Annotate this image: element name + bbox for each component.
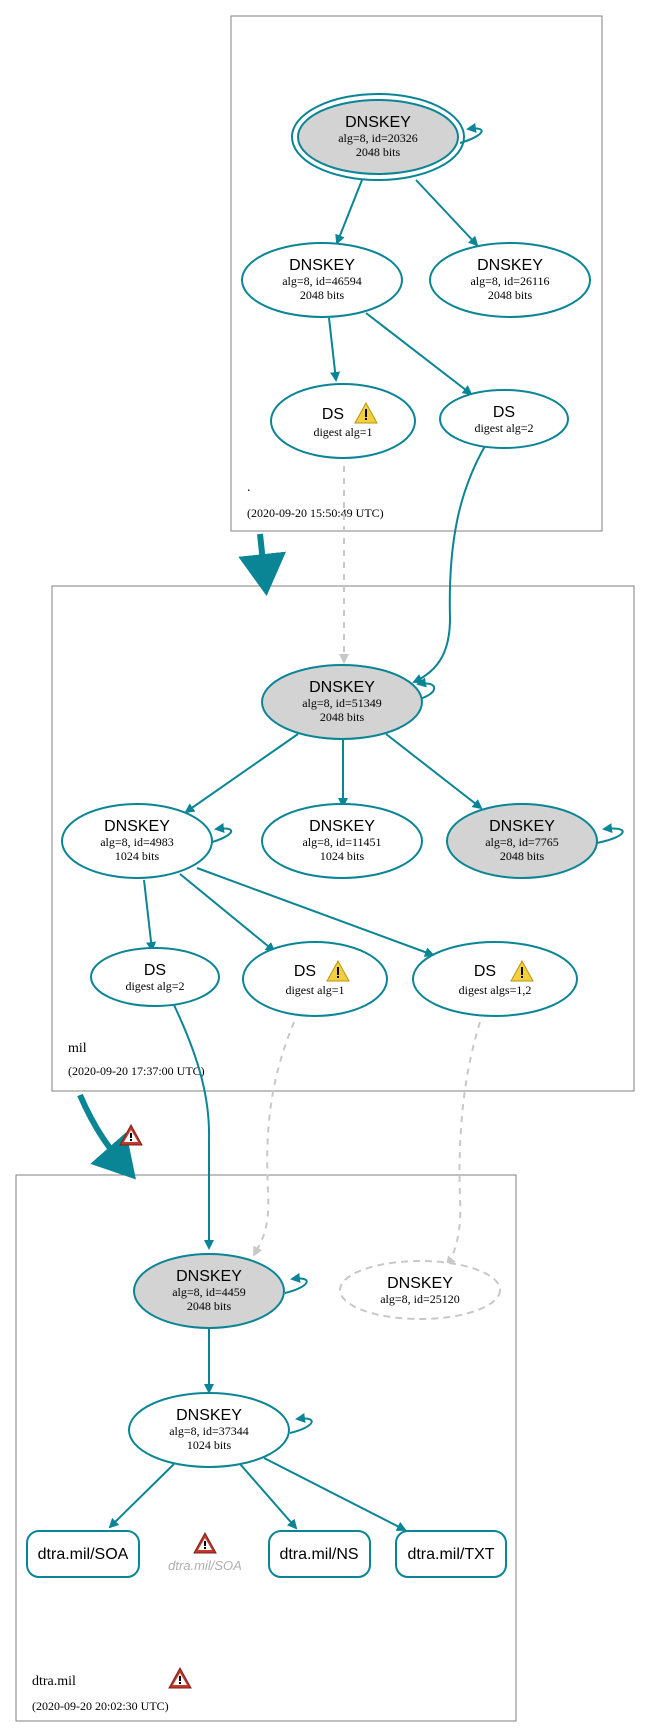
warning-icon [354,401,378,424]
node-mil-ds-alg1[interactable]: DS digest alg=1 [242,941,388,1017]
ds-edge-mil-dashed-1 [253,1021,295,1257]
node-title: DNSKEY [489,818,555,835]
node-title: DS [144,962,166,979]
rrset-dtra-txt[interactable]: dtra.mil/TXT [395,1530,507,1578]
warning-icon [193,1531,217,1554]
zone-mil-label: mil [68,1041,87,1056]
node-detail: alg=8, id=4459 [172,1285,246,1299]
node-dtra-zsk-37344[interactable]: DNSKEY alg=8, id=37344 1024 bits [128,1392,290,1468]
node-detail: alg=8, id=51349 [302,696,382,710]
node-detail: alg=8, id=7765 [485,835,559,849]
zone-mil-date: (2020-09-20 17:37:00 UTC) [68,1064,205,1078]
node-dtra-missing-dnskey-25120[interactable]: DNSKEY alg=8, id=25120 [339,1260,501,1320]
node-mil-ds-alg2[interactable]: DS digest alg=2 [90,947,220,1007]
node-title: DNSKEY [477,257,543,274]
node-detail: digest alg=2 [474,421,533,435]
node-detail: 2048 bits [300,288,345,302]
node-title: DS [474,963,496,980]
node-detail: 1024 bits [115,849,160,863]
node-title: DNSKEY [176,1407,242,1424]
ds-edge-mil-solid [173,1004,214,1250]
rrset-dtra-soa-nonexistent[interactable]: dtra.mil/SOA [168,1531,242,1573]
node-title: DNSKEY [309,818,375,835]
rrset-label: dtra.mil/SOA [168,1558,242,1573]
ds-edge-root-solid [412,445,486,684]
node-detail: 2048 bits [187,1299,232,1313]
node-title: DNSKEY [289,257,355,274]
node-detail: digest alg=1 [313,425,372,439]
node-root-zsk-26116[interactable]: DNSKEY alg=8, id=26116 2048 bits [429,242,591,318]
node-root-ds-alg1[interactable]: DS digest alg=1 [270,383,416,459]
node-detail: 2048 bits [500,849,545,863]
node-detail: alg=8, id=4983 [100,835,174,849]
node-title: DNSKEY [104,818,170,835]
node-title: DNSKEY [176,1268,242,1285]
node-root-ksk[interactable]: DNSKEY alg=8, id=20326 2048 bits [291,93,465,181]
node-detail: alg=8, id=11451 [302,835,381,849]
rrset-label: dtra.mil/NS [279,1546,358,1563]
node-title: DNSKEY [345,114,411,131]
node-root-ds-alg2[interactable]: DS digest alg=2 [439,389,569,449]
edges-dtra [108,1273,407,1531]
zone-dtra-date: (2020-09-20 20:02:30 UTC) [32,1699,169,1713]
zone-dtra-label: dtra.mil [32,1674,76,1689]
zone-root: . (2020-09-20 15:50:49 UTC) [230,15,603,532]
node-detail: alg=8, id=26116 [470,274,549,288]
node-mil-ksk-7765[interactable]: DNSKEY alg=8, id=7765 2048 bits [446,803,598,879]
node-detail: alg=8, id=46594 [282,274,362,288]
delegation-warning-icon [119,1123,143,1146]
node-detail: 2048 bits [356,145,401,159]
ds-edge-mil-dashed-2 [445,1021,481,1267]
node-detail: 1024 bits [187,1438,232,1452]
node-detail: digest alg=1 [285,983,344,997]
node-dtra-ksk-4459[interactable]: DNSKEY alg=8, id=4459 2048 bits [133,1253,285,1329]
node-root-zsk-46594[interactable]: DNSKEY alg=8, id=46594 2048 bits [241,242,403,318]
node-detail: 2048 bits [488,288,533,302]
node-detail: alg=8, id=25120 [380,1292,460,1306]
node-title: DS [294,963,316,980]
rrset-label: dtra.mil/TXT [407,1546,494,1563]
rrset-dtra-soa[interactable]: dtra.mil/SOA [26,1530,140,1578]
delegation-arrow-mil-dtra [77,1093,136,1180]
node-mil-zsk-4983[interactable]: DNSKEY alg=8, id=4983 1024 bits [61,803,213,879]
zone-root-label: . [247,480,251,495]
node-title: DNSKEY [387,1275,453,1292]
node-detail: 1024 bits [320,849,365,863]
edges-mil [143,677,624,957]
node-detail: 2048 bits [320,710,365,724]
warning-icon [510,959,534,982]
warning-icon [326,959,350,982]
delegation-arrow-root-mil [238,533,287,596]
edges-root [328,122,483,396]
zone-root-date: (2020-09-20 15:50:49 UTC) [247,506,384,520]
node-title: DS [322,406,344,423]
node-detail: digest algs=1,2 [459,983,532,997]
zone-warning-icon [168,1666,192,1689]
node-title: DNSKEY [309,679,375,696]
node-title: DS [493,404,515,421]
zone-dtra: dtra.mil (2020-09-20 20:02:30 UTC) [15,1174,517,1722]
node-mil-ds-algs12[interactable]: DS digest algs=1,2 [412,941,578,1017]
node-mil-ksk-51349[interactable]: DNSKEY alg=8, id=51349 2048 bits [261,664,423,740]
node-mil-zsk-11451[interactable]: DNSKEY alg=8, id=11451 1024 bits [261,803,423,879]
rrset-dtra-ns[interactable]: dtra.mil/NS [268,1530,371,1578]
rrset-label: dtra.mil/SOA [38,1546,129,1563]
node-detail: alg=8, id=20326 [338,131,418,145]
node-detail: digest alg=2 [125,979,184,993]
node-detail: alg=8, id=37344 [169,1424,249,1438]
